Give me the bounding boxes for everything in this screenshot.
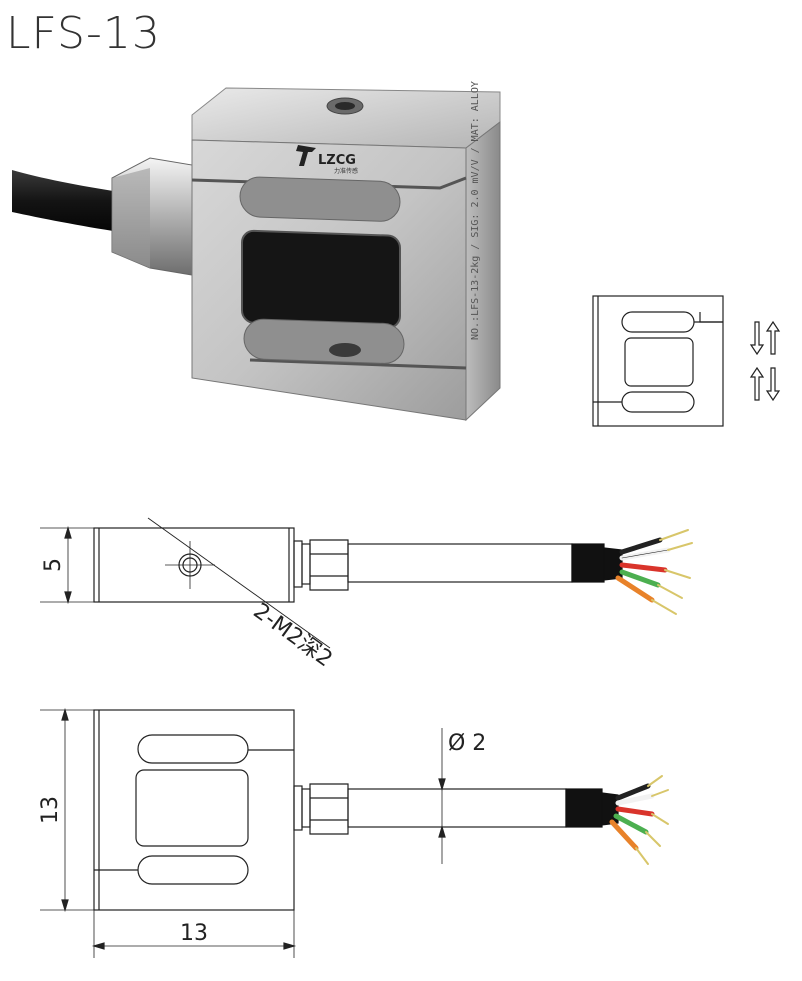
arrow-up-icon [765,320,781,355]
side-view-drawing [40,517,623,649]
side-height-label: 5 [41,558,66,572]
front-height-label: 13 [38,796,63,824]
front-view-drawing [40,707,619,958]
arrow-up-icon [749,366,765,401]
cable-diameter-label: Ø 2 [448,731,486,756]
schematic-body [592,295,724,427]
arrow-down-icon [765,367,781,402]
brand-subtitle: 力准传感 [334,167,358,175]
side-view-wires [615,529,693,615]
logo-mark-icon [296,145,316,166]
page-title: LFS-13 [6,8,161,59]
arrow-down-icon [749,321,765,356]
brand-name: LZCG [318,153,356,168]
brand-logo: LZCG 力准传感 [296,145,358,175]
side-engraving: NO.:LFS-13-2kg / SIG: 2.0 mV/V / MAT: AL… [470,81,481,340]
front-view-wires [609,775,669,865]
thread-label: 2-M2深2 [248,599,336,673]
center-window [241,229,401,329]
front-view-body [93,709,295,911]
load-direction-schematic [592,295,781,427]
sensor-cable [12,170,120,232]
product-photo: NO.:LFS-13-2kg / SIG: 2.0 mV/V / MAT: AL… [12,81,501,422]
body-top-face [191,87,501,149]
front-width-label: 13 [180,921,208,946]
bottom-thread-hole [329,343,361,357]
